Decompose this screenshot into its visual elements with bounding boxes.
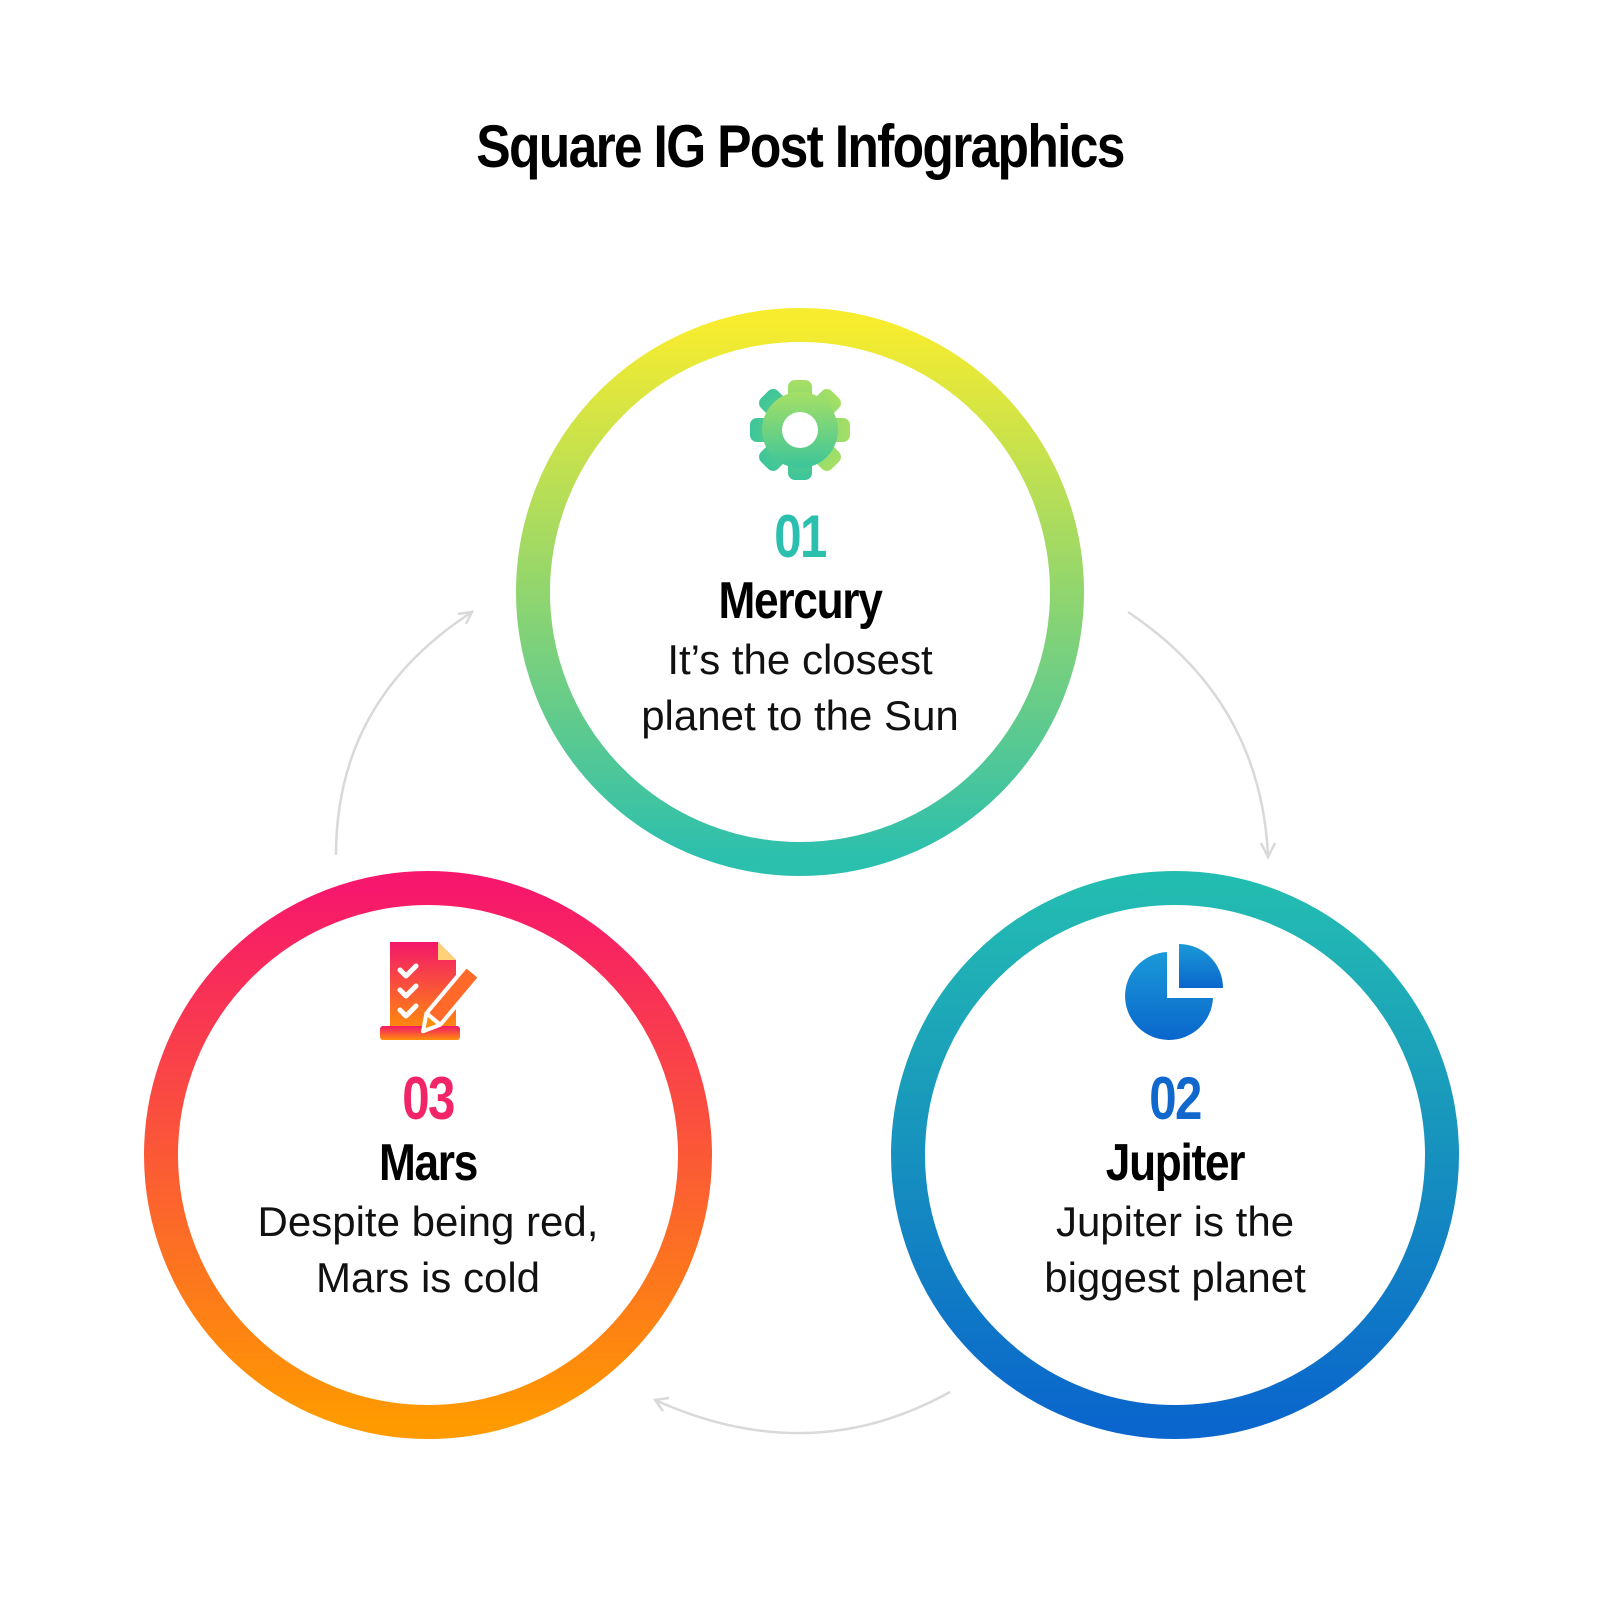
mercury-ring xyxy=(516,308,1084,876)
step-title: Mars xyxy=(378,1134,478,1192)
step-number: 03 xyxy=(402,1065,455,1132)
arrow-mercury-to-jupiter xyxy=(1127,610,1277,860)
step-description-line: Mars is cold xyxy=(315,1254,541,1301)
step-title: Mercury xyxy=(718,572,882,630)
step-description-line: biggest planet xyxy=(1044,1254,1306,1301)
step-description-line: planet to the Sun xyxy=(641,692,959,739)
arrow-mars-to-mercury xyxy=(334,610,475,856)
step-number: 02 xyxy=(1149,1065,1202,1132)
page-title: Square IG Post Infographics xyxy=(476,113,1125,180)
step-jupiter: 02 Jupiter Jupiter is the biggest planet xyxy=(965,940,1385,1306)
step-description-line: It’s the closest xyxy=(667,636,933,683)
jupiter-ring xyxy=(891,871,1459,1439)
gear-icon xyxy=(750,380,850,480)
step-mercury: 01 Mercury It’s the closest planet to th… xyxy=(590,378,1010,744)
step-mars: 03 Mars Despite being red, Mars is cold xyxy=(218,940,638,1306)
checklist-pencil-icon xyxy=(380,942,480,1040)
step-title: Jupiter xyxy=(1105,1134,1246,1192)
step-description-line: Despite being red, xyxy=(257,1198,599,1245)
step-description-line: Jupiter is the xyxy=(1055,1198,1295,1245)
arrow-jupiter-to-mars xyxy=(652,1390,951,1435)
pie-chart-icon xyxy=(1125,944,1223,1040)
step-number: 01 xyxy=(774,503,827,570)
mars-ring xyxy=(144,871,712,1439)
